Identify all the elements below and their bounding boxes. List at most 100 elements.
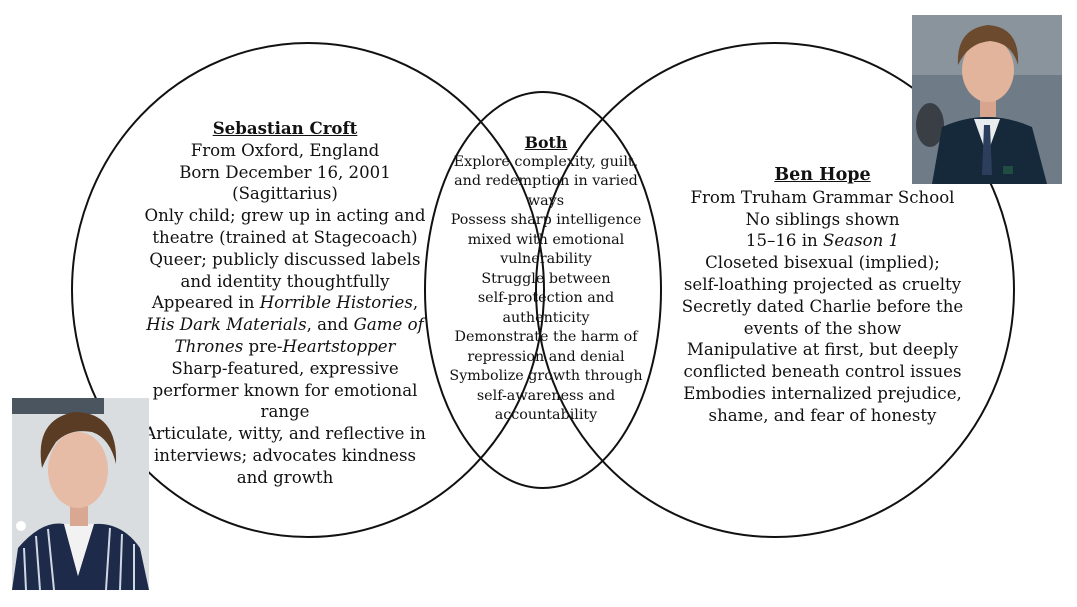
center-line-text: self-protection and <box>477 290 615 306</box>
right-line-text: Season 1 <box>822 231 900 251</box>
center-line-text: Struggle between <box>481 270 611 287</box>
left-line-text: Born December 16, 2001 <box>179 162 391 182</box>
center-line: Demonstrate the harm of <box>446 328 646 348</box>
face-shape <box>48 432 108 508</box>
center-line: vulnerability <box>446 250 646 270</box>
left-line: and growth <box>140 467 430 489</box>
right-line-text: conflicted beneath control issues <box>683 362 962 382</box>
center-line: self-awareness and <box>446 387 646 407</box>
center-line-text: Symbolize growth through <box>449 368 643 384</box>
left-line: From Oxford, England <box>140 140 430 162</box>
left-line-text: Appeared in <box>151 293 260 313</box>
left-line-text: Sharp-featured, expressive <box>171 358 399 378</box>
left-line: His Dark Materials, and Game of <box>140 314 430 336</box>
right-line-text: Embodies internalized prejudice, <box>683 383 962 403</box>
left-line-text: pre- <box>243 336 283 356</box>
left-line-text: Thrones <box>174 336 244 356</box>
center-line: self-protection and <box>446 289 646 309</box>
left-line-text: Horrible Histories <box>259 293 413 313</box>
right-line-text: shame, and fear of honesty <box>708 405 937 425</box>
left-line: Born December 16, 2001 <box>140 162 430 184</box>
left-line: and identity thoughtfully <box>140 271 430 293</box>
left-line: Queer; publicly discussed labels <box>140 249 430 271</box>
right-line-text: 15–16 in <box>745 231 823 251</box>
center-line-text: mixed with emotional <box>467 231 625 248</box>
left-line-text: Game of <box>353 315 424 335</box>
left-line-text: Heartstopper <box>282 336 396 356</box>
left-line-text: and growth <box>236 467 334 487</box>
left-line: (Sagittarius) <box>140 183 430 205</box>
face-shape <box>962 38 1014 102</box>
left-line-text: theatre (trained at Stagecoach) <box>152 227 418 247</box>
hair-shape <box>40 412 117 468</box>
center-line-text: accountability <box>494 407 598 423</box>
right-line: 15–16 in Season 1 <box>680 230 965 252</box>
left-line-text: performer known for emotional <box>152 380 418 400</box>
left-line-text: , and <box>306 315 354 335</box>
right-line-text: Secretly dated Charlie before the <box>681 296 964 316</box>
center-line-text: Explore complexity, guilt, <box>453 153 639 170</box>
right-title: Ben Hope <box>774 165 871 185</box>
right-line-text: self-loathing projected as cruelty <box>683 274 962 294</box>
center-line-text: ways <box>527 192 565 209</box>
right-line: From Truham Grammar School <box>680 187 965 209</box>
center-line-text: vulnerability <box>500 251 592 267</box>
center-line-text: authenticity <box>502 309 590 326</box>
right-line-text: Closeted bisexual (implied); <box>705 253 940 273</box>
center-line-text: repression and denial <box>467 348 625 365</box>
left-line: Only child; grew up in acting and <box>140 205 430 227</box>
left-line-text: , <box>412 293 419 313</box>
right-line: shame, and fear of honesty <box>680 405 965 427</box>
left-circle <box>71 42 545 538</box>
right-line-text: Manipulative at first, but deeply <box>686 340 959 360</box>
center-line: Explore complexity, guilt, <box>446 153 646 173</box>
center-title: Both <box>524 133 568 152</box>
left-line: range <box>140 401 430 423</box>
center-line-text: self-awareness and <box>476 387 616 404</box>
right-line: events of the show <box>680 318 965 340</box>
right-line: No siblings shown <box>680 209 965 231</box>
left-line-text: Only child; grew up in acting and <box>144 206 426 226</box>
right-line: Closeted bisexual (implied); <box>680 252 965 274</box>
jacket-shape <box>12 523 149 590</box>
left-line-text: Queer; publicly discussed labels <box>149 249 421 269</box>
center-line: repression and denial <box>446 348 646 368</box>
left-title: Sebastian Croft <box>212 118 358 138</box>
right-line: Manipulative at first, but deeply <box>680 339 965 361</box>
right-line: self-loathing projected as cruelty <box>680 274 965 296</box>
left-line: theatre (trained at Stagecoach) <box>140 227 430 249</box>
right-line-text: events of the show <box>743 318 902 338</box>
right-line: Secretly dated Charlie before the <box>680 296 965 318</box>
left-line: performer known for emotional <box>140 380 430 402</box>
sebastian-croft-portrait-photo <box>12 398 149 590</box>
center-line: ways <box>446 192 646 212</box>
right-line: conflicted beneath control issues <box>680 361 965 383</box>
center-line: and redemption in varied <box>446 172 646 192</box>
hair-shape <box>957 25 1019 65</box>
left-line-text: (Sagittarius) <box>232 184 338 204</box>
left-line: Articulate, witty, and reflective in <box>140 423 430 445</box>
center-circle <box>424 91 662 489</box>
right-line-text: No siblings shown <box>745 209 900 229</box>
left-line-text: From Oxford, England <box>190 140 380 160</box>
left-line-text: Articulate, witty, and reflective in <box>144 424 426 444</box>
center-line: Struggle between <box>446 270 646 290</box>
right-line-text: From Truham Grammar School <box>690 187 955 207</box>
left-line-text: His Dark Materials <box>146 315 307 335</box>
center-line: Possess sharp intelligence <box>446 211 646 231</box>
left-line: interviews; advocates kindness <box>140 445 430 467</box>
left-line-text: range <box>260 402 310 422</box>
left-line-text: interviews; advocates kindness <box>153 445 417 465</box>
right-line: Embodies internalized prejudice, <box>680 383 965 405</box>
center-line: mixed with emotional <box>446 231 646 251</box>
center-line: accountability <box>446 406 646 426</box>
left-line: Sharp-featured, expressive <box>140 358 430 380</box>
left-line: Thrones pre-Heartstopper <box>140 336 430 358</box>
center-line-text: and redemption in varied <box>454 173 638 189</box>
center-line: Symbolize growth through <box>446 367 646 387</box>
center-line: authenticity <box>446 309 646 329</box>
